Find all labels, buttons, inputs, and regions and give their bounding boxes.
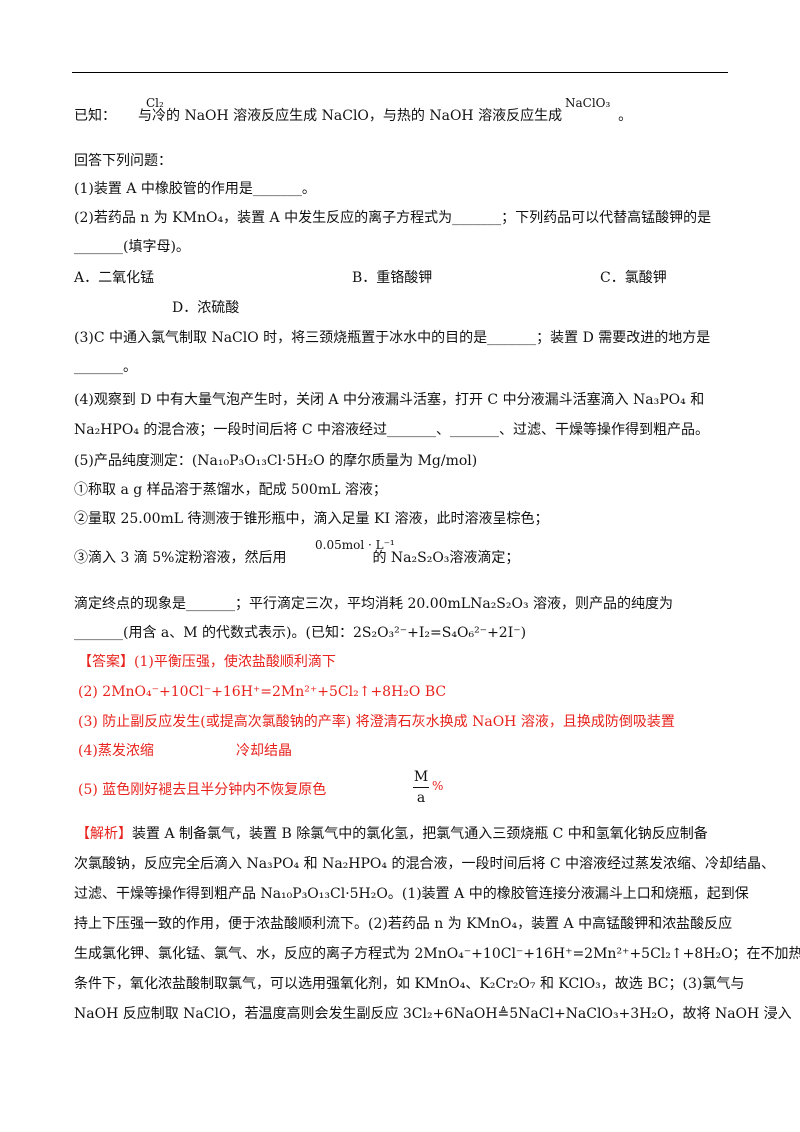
analysis-1: 【解析】装置 A 制备氯气，装置 B 除氯气中的氯化氢，把氯气通入三颈烧瓶 C … <box>76 824 708 844</box>
step-2: ②量取 25.00mL 待测液于锥形瓶中，滴入足量 KI 溶液，此时溶液呈棕色； <box>74 511 549 527</box>
question-2a: (2)若药品 n 为 KMnO₄，装置 A 中发生反应的离子方程式为______… <box>74 210 712 226</box>
answer-4a: (4)蒸发浓缩 <box>78 743 154 759</box>
question-5: (5)产品纯度测定：(Na₁₀P₃O₁₃Cl·5H₂O 的摩尔质量为 Mg/mo… <box>74 453 478 469</box>
question-4a: (4)观察到 D 中有大量气泡产生时，关闭 A 中分液漏斗活塞，打开 C 中分液… <box>74 392 705 408</box>
option-b: B．重铬酸钾 <box>352 270 433 286</box>
answer-3: (3) 防止副反应发生(或提高次氯酸钠的产率) 将澄清石灰水换成 NaOH 溶液… <box>78 714 675 730</box>
cl2-formula: Cl₂ <box>146 96 164 110</box>
question-1: (1)装置 A 中橡胶管的作用是_______。 <box>74 181 316 197</box>
endpoint-line-b: _______(用含 a、M 的代数式表示)。(已知：2S₂O₃²⁻+I₂=S₄… <box>74 625 527 641</box>
fraction-numerator: M <box>413 769 429 785</box>
answer-5: (5) 蓝色刚好褪去且半分钟内不恢复原色 <box>78 782 327 798</box>
known-prefix: 已知： <box>74 108 116 124</box>
analysis-6: 条件下，氧化浓盐酸制取氯气，可以选用强氧化剂，如 KMnO₄、K₂Cr₂O₇ 和… <box>74 976 745 992</box>
step-1: ①称取 a g 样品溶于蒸馏水，配成 500mL 溶液； <box>74 482 387 498</box>
analysis-2: 次氯酸钠，反应完全后滴入 Na₃PO₄ 和 Na₂HPO₄ 的混合液，一段时间后… <box>74 856 776 872</box>
question-2b: _______(填字母)。 <box>74 239 190 255</box>
intro-text: 回答下列问题： <box>74 153 172 169</box>
answer-2: (2) 2MnO₄⁻+10Cl⁻+16H⁺=2Mn²⁺+5Cl₂↑+8H₂O B… <box>78 684 447 700</box>
known-text: 与冷的 NaOH 溶液反应生成 NaClO，与热的 NaOH 溶液反应生成 <box>138 108 563 124</box>
analysis-4: 持上下压强一致的作用，便于浓盐酸顺利流下。(2)若药品 n 为 KMnO₄，装置… <box>74 916 733 932</box>
known-end: 。 <box>618 108 633 124</box>
question-3a: (3)C 中通入氯气制取 NaClO 时，将三颈烧瓶置于冰水中的目的是_____… <box>74 330 711 346</box>
endpoint-line-a: 滴定终点的现象是_______；平行滴定三次，平均消耗 20.00mLNa₂S₂… <box>74 596 674 612</box>
analysis-tag: 【解析】 <box>76 826 132 842</box>
step-3: ③滴入 3 滴 5%淀粉溶液，然后用 的 Na₂S₂O₃溶液滴定； <box>74 548 519 568</box>
header-rule <box>72 72 728 73</box>
step-3-tail: 的 Na₂S₂O₃溶液滴定； <box>372 550 520 566</box>
option-d: D．浓硫酸 <box>172 300 240 316</box>
known-line: 已知： 与冷的 NaOH 溶液反应生成 NaClO，与热的 NaOH 溶液反应生成… <box>74 106 632 126</box>
fraction-bar <box>413 787 429 788</box>
concentration-label: 0.05mol · L⁻¹ <box>315 538 395 552</box>
option-a: A．二氧化锰 <box>74 270 155 286</box>
option-c: C．氯酸钾 <box>600 270 667 286</box>
analysis-1-text: 装置 A 制备氯气，装置 B 除氯气中的氯化氢，把氯气通入三颈烧瓶 C 中和氢氧… <box>132 826 708 842</box>
question-3b: _______。 <box>74 359 137 375</box>
purity-fraction: M a <box>413 769 429 806</box>
percent-sign: % <box>432 779 444 793</box>
answer-4b: 冷却结晶 <box>236 743 292 759</box>
analysis-7: NaOH 反应制取 NaClO，若温度高则会发生副反应 3Cl₂+6NaOH≜5… <box>74 1006 792 1022</box>
naclo3-formula: NaClO₃ <box>565 96 611 110</box>
analysis-3: 过滤、干燥等操作得到粗产品 Na₁₀P₃O₁₃Cl·5H₂O。(1)装置 A 中… <box>74 886 749 902</box>
step-3-text: ③滴入 3 滴 5%淀粉溶液，然后用 <box>74 550 287 566</box>
fraction-denominator: a <box>416 790 426 806</box>
answer-1: 【答案】(1)平衡压强，使浓盐酸顺利滴下 <box>78 654 336 670</box>
analysis-5: 生成氯化钾、氯化锰、氯气、水，反应的离子方程式为 2MnO₄⁻+10Cl⁻+16… <box>74 946 800 962</box>
question-4b: Na₂HPO₄ 的混合液；一段时间后将 C 中溶液经过_______、_____… <box>74 422 709 438</box>
